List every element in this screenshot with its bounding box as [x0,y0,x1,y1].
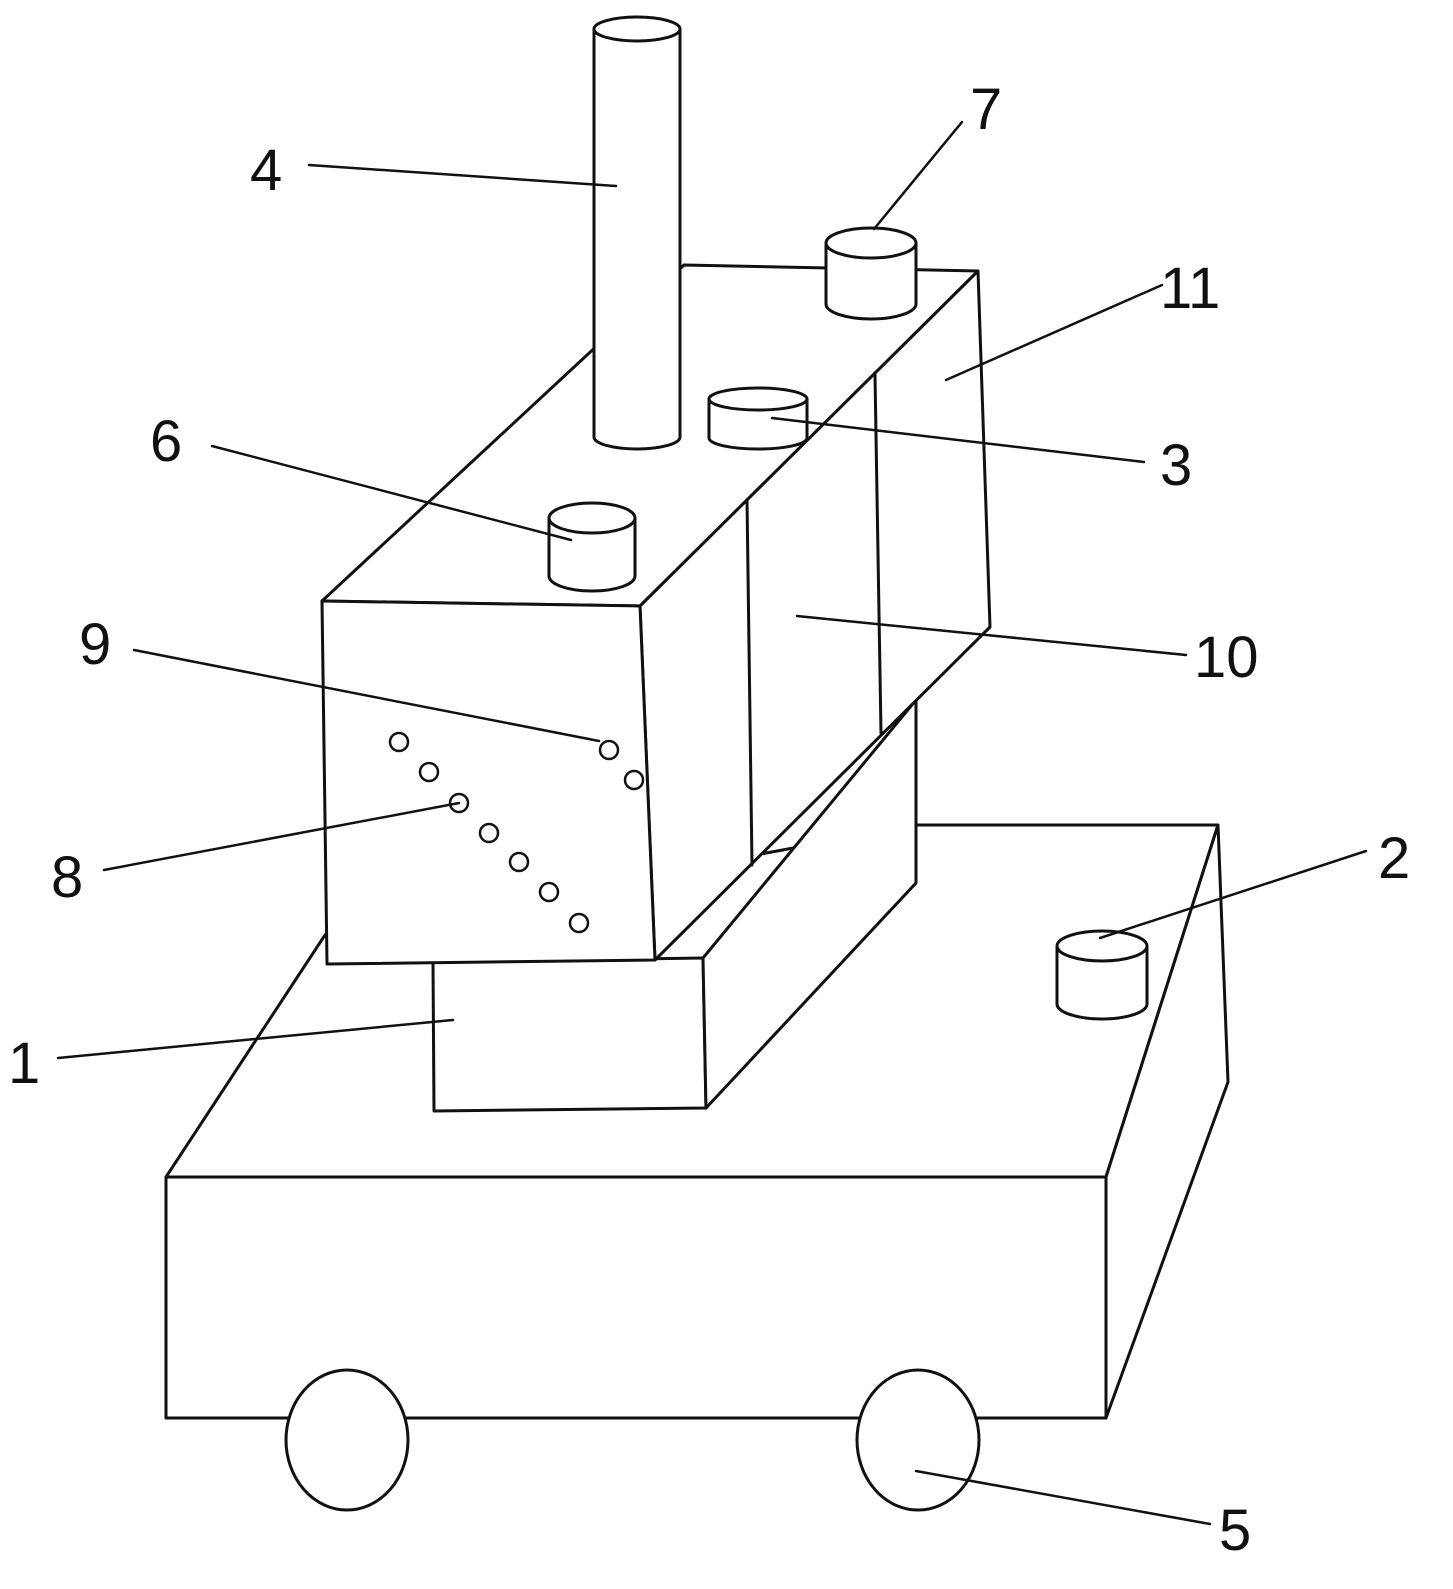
indicator-dot [508,851,530,873]
wheel-left [284,1368,410,1512]
column-right-face [701,698,918,1110]
label-8: 8 [51,845,83,910]
leader-10 [795,614,1188,657]
indicator-dot [418,761,440,783]
panel-edge-left [745,498,754,867]
leader-11 [944,283,1164,382]
top-module-3 [707,386,809,451]
leader-6 [210,444,573,542]
panel-edge-right [873,373,883,735]
housing-front-face [320,599,657,966]
indicator-dot [568,912,590,934]
leader-4 [307,163,618,188]
base-front-face [164,1175,1108,1420]
label-11: 11 [1160,256,1220,321]
leader-8 [102,801,461,872]
base-sensor [1055,929,1149,1021]
indicator-dot [388,731,410,753]
label-2: 2 [1378,826,1410,891]
indicator-dot [598,739,620,761]
reference-numerals: 1 2 3 4 5 6 7 8 9 10 11 [8,77,1410,1563]
label-4: 4 [250,138,282,203]
leader-2 [1098,849,1368,940]
leader-3 [770,416,1146,464]
wheel-right [855,1368,981,1512]
indicator-dot [623,769,645,791]
leader-5 [914,1469,1212,1526]
leader-7 [872,120,964,231]
label-1: 1 [8,1031,40,1096]
leader-1 [56,1018,455,1060]
pole [592,15,682,451]
leader-9 [132,648,601,743]
column-front-face [431,956,708,1113]
label-9: 9 [79,612,111,677]
label-3: 3 [1160,433,1192,498]
indicator-dot [538,881,560,903]
leader-lines [56,120,1368,1526]
label-5: 5 [1219,1498,1251,1563]
label-7: 7 [970,77,1002,142]
indicator-dot [478,822,500,844]
top-module-7 [824,226,918,321]
label-6: 6 [150,409,182,474]
top-module-6 [547,501,637,593]
label-10: 10 [1194,625,1259,690]
column-body [431,698,918,1113]
indicator-dots [388,731,645,934]
